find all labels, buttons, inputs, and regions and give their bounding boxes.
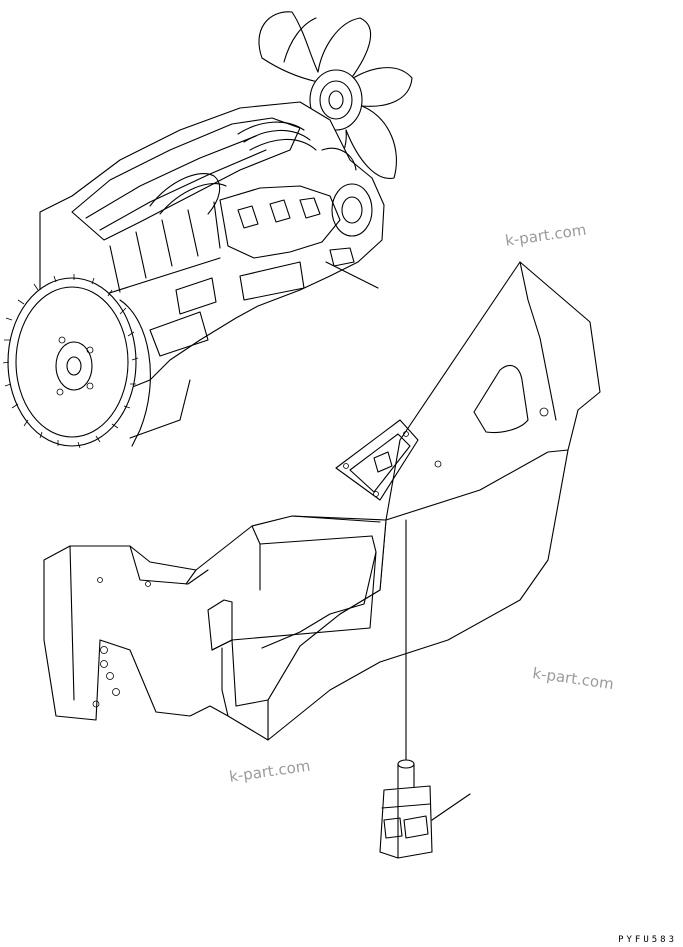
engine-assembly — [2, 11, 413, 449]
drawing-code: PYFU583 — [618, 935, 677, 945]
sensor-switch — [379, 519, 471, 859]
flywheel — [2, 274, 139, 449]
cooling-fan — [258, 11, 413, 179]
frame-assembly — [43, 261, 601, 741]
